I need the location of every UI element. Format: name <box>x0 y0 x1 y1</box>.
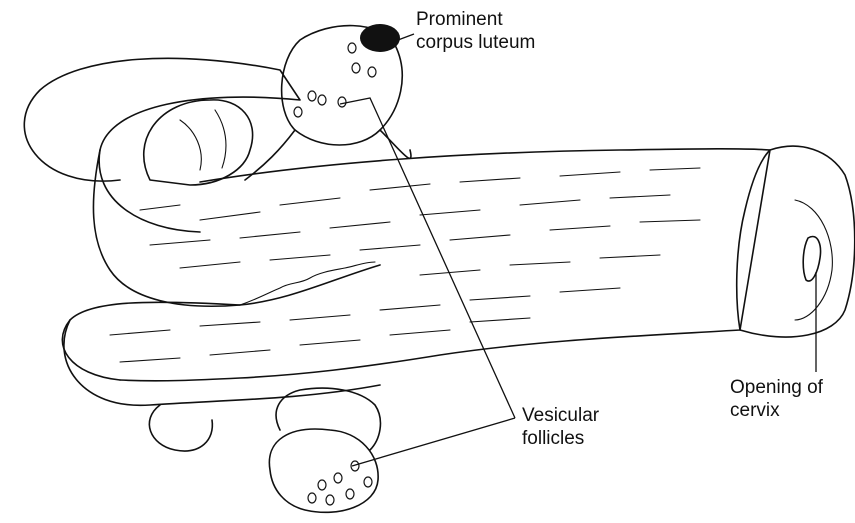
cervix-opening <box>803 236 820 281</box>
label-corpus-line1: Prominent <box>416 8 535 31</box>
cervix-inner-ring <box>795 200 832 320</box>
lower-ovary-ligament <box>276 388 380 450</box>
label-opening-of-cervix: Opening of cervix <box>730 376 823 422</box>
lower-horn-outer <box>64 320 380 405</box>
label-vesicular-follicles: Vesicular follicles <box>522 404 599 450</box>
uterus-texture <box>110 168 700 362</box>
lower-uterine-tube <box>149 405 212 451</box>
leader-corpus-luteum <box>398 34 414 40</box>
corpus-luteum <box>360 24 400 52</box>
label-follicles-line2: follicles <box>522 427 599 450</box>
label-corpus-line2: corpus luteum <box>416 31 535 54</box>
lower-ovary <box>269 429 378 512</box>
label-prominent-corpus-luteum: Prominent corpus luteum <box>416 8 535 54</box>
mesometrium-edge <box>240 262 375 305</box>
lower-uterine-horn <box>62 265 380 380</box>
label-follicles-line1: Vesicular <box>522 404 599 427</box>
label-cervix-line2: cervix <box>730 399 823 422</box>
upper-uterine-horn <box>24 58 300 232</box>
label-cervix-line1: Opening of <box>730 376 823 399</box>
